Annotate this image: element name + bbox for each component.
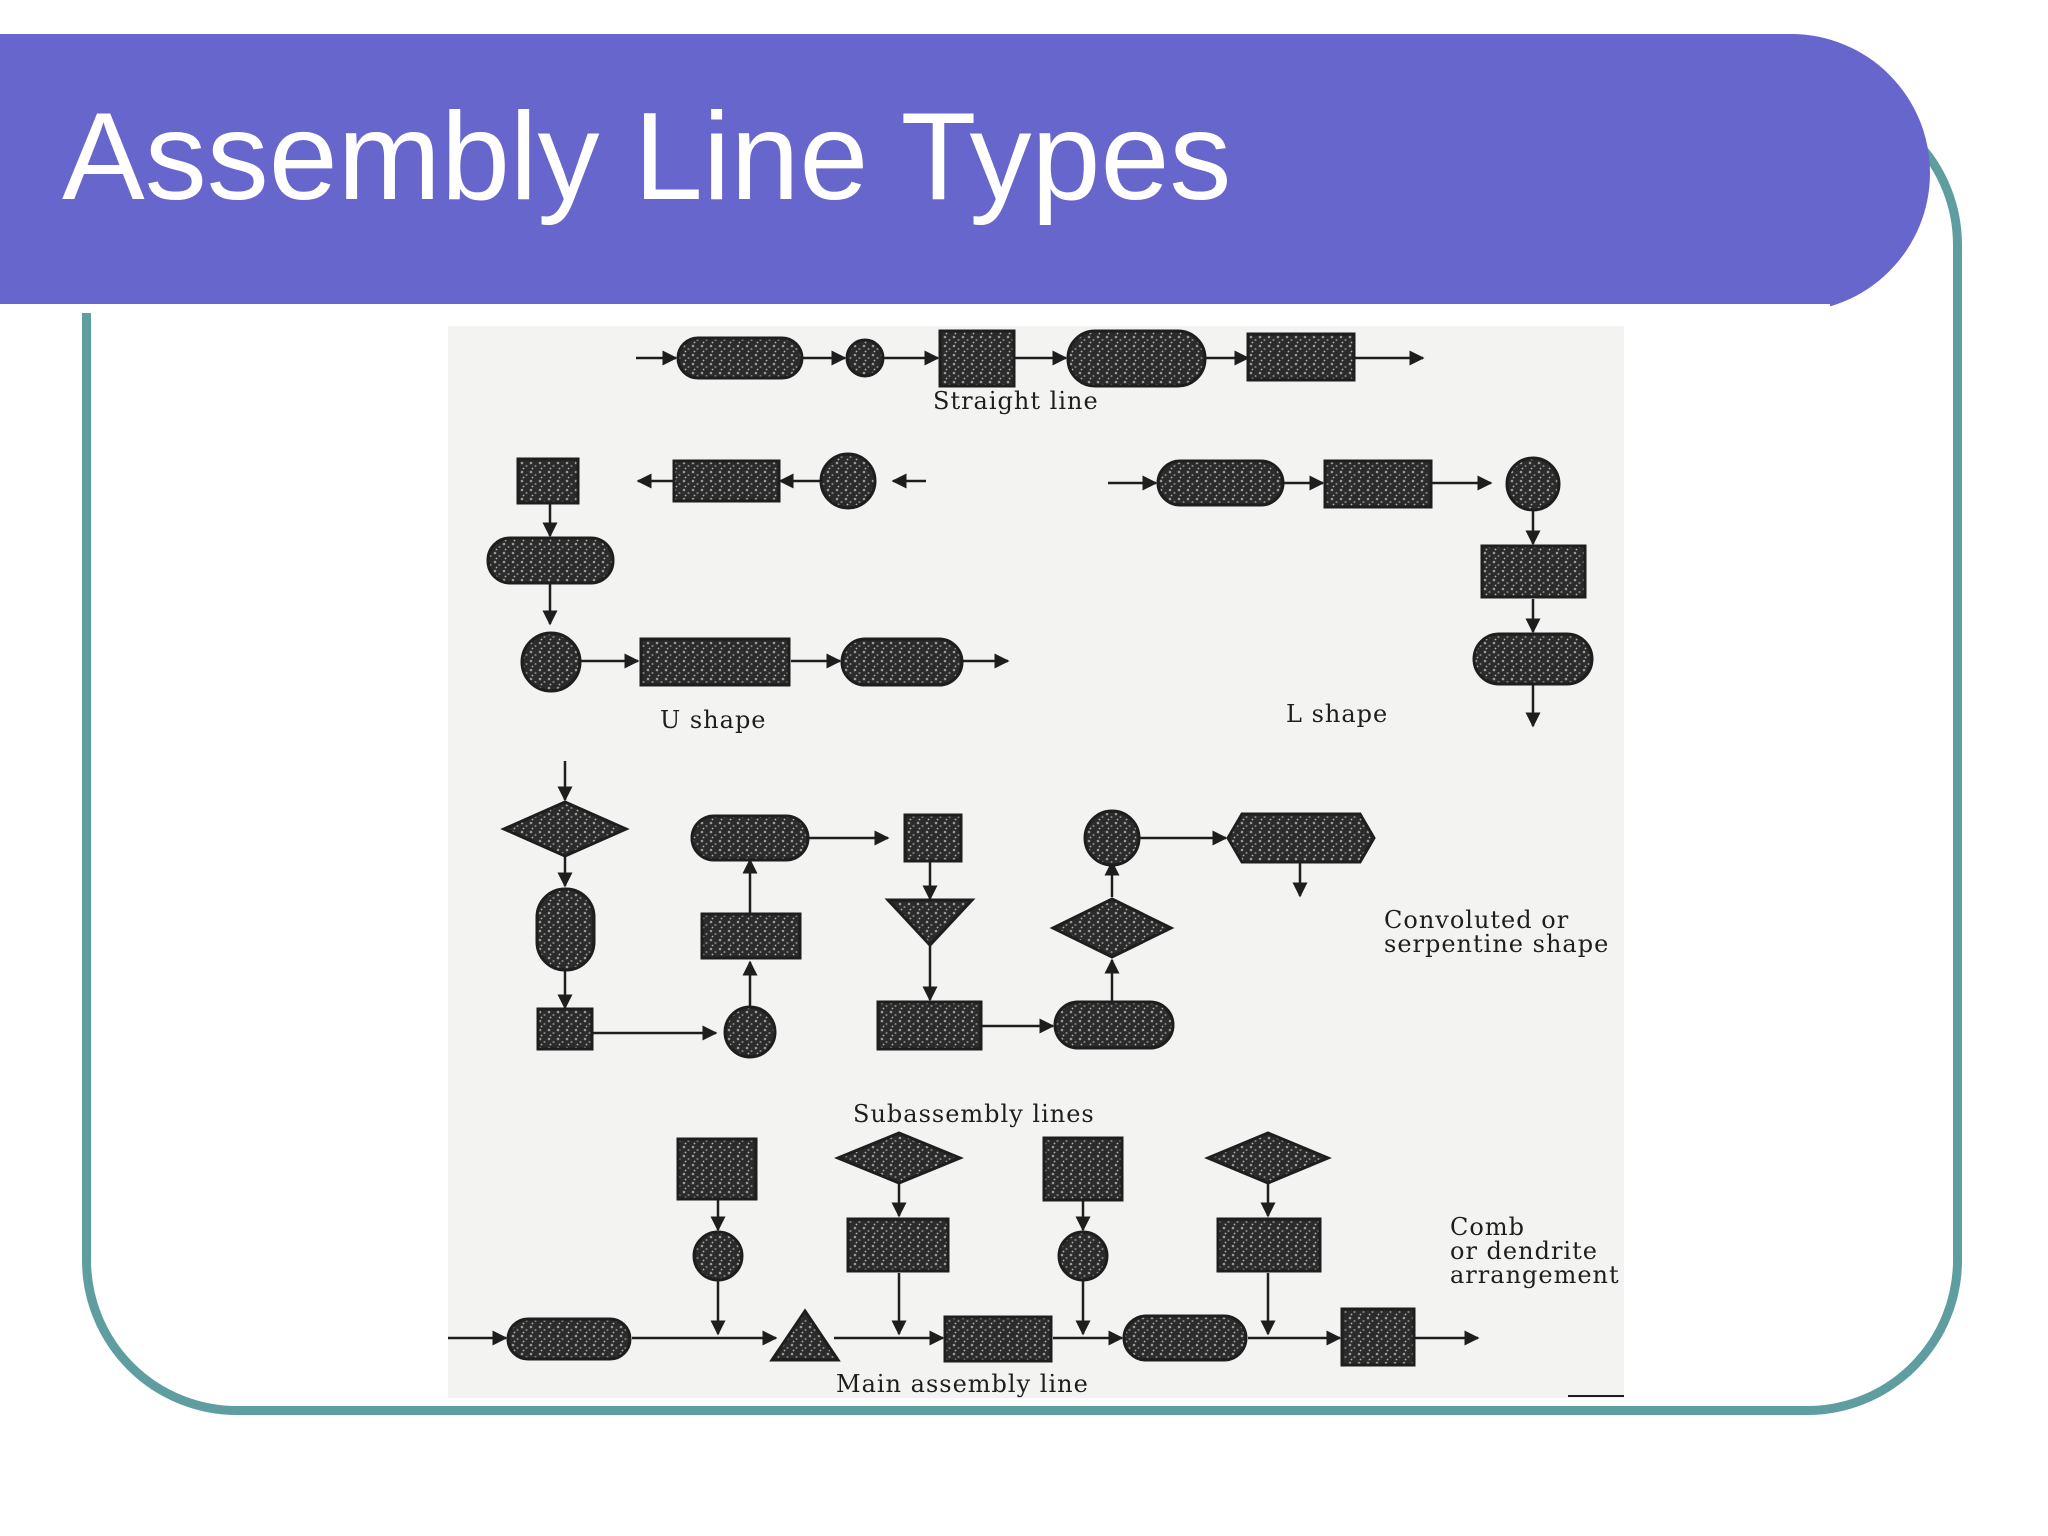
station-square: [903, 813, 963, 863]
station-rect: [1246, 332, 1356, 382]
straight-line-stations: [676, 329, 1356, 388]
station-diamond: [500, 800, 630, 858]
u-shape-diagram: [542, 473, 1010, 669]
station-triangle: [884, 898, 976, 948]
l-shape-stations: [1156, 456, 1594, 686]
serpentine-stations: [500, 800, 1376, 1059]
station-square: [1340, 1307, 1416, 1367]
station-square: [516, 457, 580, 505]
comb-stations: [506, 1131, 1416, 1367]
station-square: [1042, 1136, 1124, 1202]
station-diamond: [1049, 897, 1175, 959]
station-diamond: [1204, 1131, 1332, 1185]
l-shape-diagram: [1108, 475, 1541, 728]
station-triangle: [769, 1308, 841, 1362]
comb-diagram: [448, 1182, 1480, 1346]
label-u-shape: U shape: [660, 706, 767, 734]
station-circle: [845, 338, 885, 378]
station-rect: [672, 459, 781, 503]
label-subassembly-lines: Subassembly lines: [853, 1100, 1095, 1128]
station-square: [1480, 544, 1587, 599]
station-rect: [700, 912, 802, 960]
label-main-assembly-line: Main assembly line: [836, 1370, 1089, 1398]
label-convoluted-2: serpentine shape: [1384, 930, 1609, 958]
station-square: [536, 1007, 594, 1051]
station-oval: [486, 536, 615, 585]
serpentine-diagram: [557, 761, 1308, 1041]
station-circle: [1505, 456, 1561, 512]
label-l-shape: L shape: [1286, 700, 1388, 728]
station-rect: [1323, 459, 1433, 509]
station-oval: [506, 1317, 632, 1361]
station-square: [676, 1137, 758, 1201]
station-diamond: [834, 1131, 964, 1185]
title-bar: [0, 34, 1930, 313]
station-circle: [1057, 1230, 1109, 1282]
title-underline: [0, 304, 1830, 313]
station-square: [938, 329, 1016, 388]
label-convoluted-1: Convoluted or: [1384, 906, 1569, 934]
u-shape-stations: [486, 452, 964, 693]
station-circle: [520, 631, 582, 693]
station-oval: [1066, 329, 1207, 388]
label-straight-line: Straight line: [933, 387, 1099, 415]
station-oval: [840, 637, 964, 687]
station-circle: [723, 1005, 777, 1059]
station-rect: [876, 1000, 983, 1051]
label-comb-1: Comb: [1450, 1213, 1525, 1241]
slide-title: Assembly Line Types: [62, 88, 1232, 226]
station-rect: [1216, 1217, 1322, 1273]
station-hexagon: [1226, 812, 1376, 864]
label-comb-2: or dendrite: [1450, 1237, 1598, 1265]
station-rect: [943, 1315, 1053, 1363]
station-oval: [1053, 1000, 1175, 1050]
station-rect: [639, 637, 791, 687]
label-comb-3: arrangement: [1450, 1261, 1620, 1289]
station-oval: [1156, 459, 1285, 507]
station-circle: [819, 452, 877, 510]
station-oval: [1472, 632, 1594, 686]
assembly-line-diagram: Straight line U shape L shape: [448, 326, 1624, 1398]
station-rect: [846, 1217, 950, 1273]
station-oval: [676, 336, 804, 380]
station-oval: [1122, 1314, 1248, 1362]
station-oval: [690, 814, 810, 862]
station-circle: [1083, 809, 1141, 867]
station-circle: [692, 1230, 744, 1282]
station-oval: [535, 887, 596, 972]
